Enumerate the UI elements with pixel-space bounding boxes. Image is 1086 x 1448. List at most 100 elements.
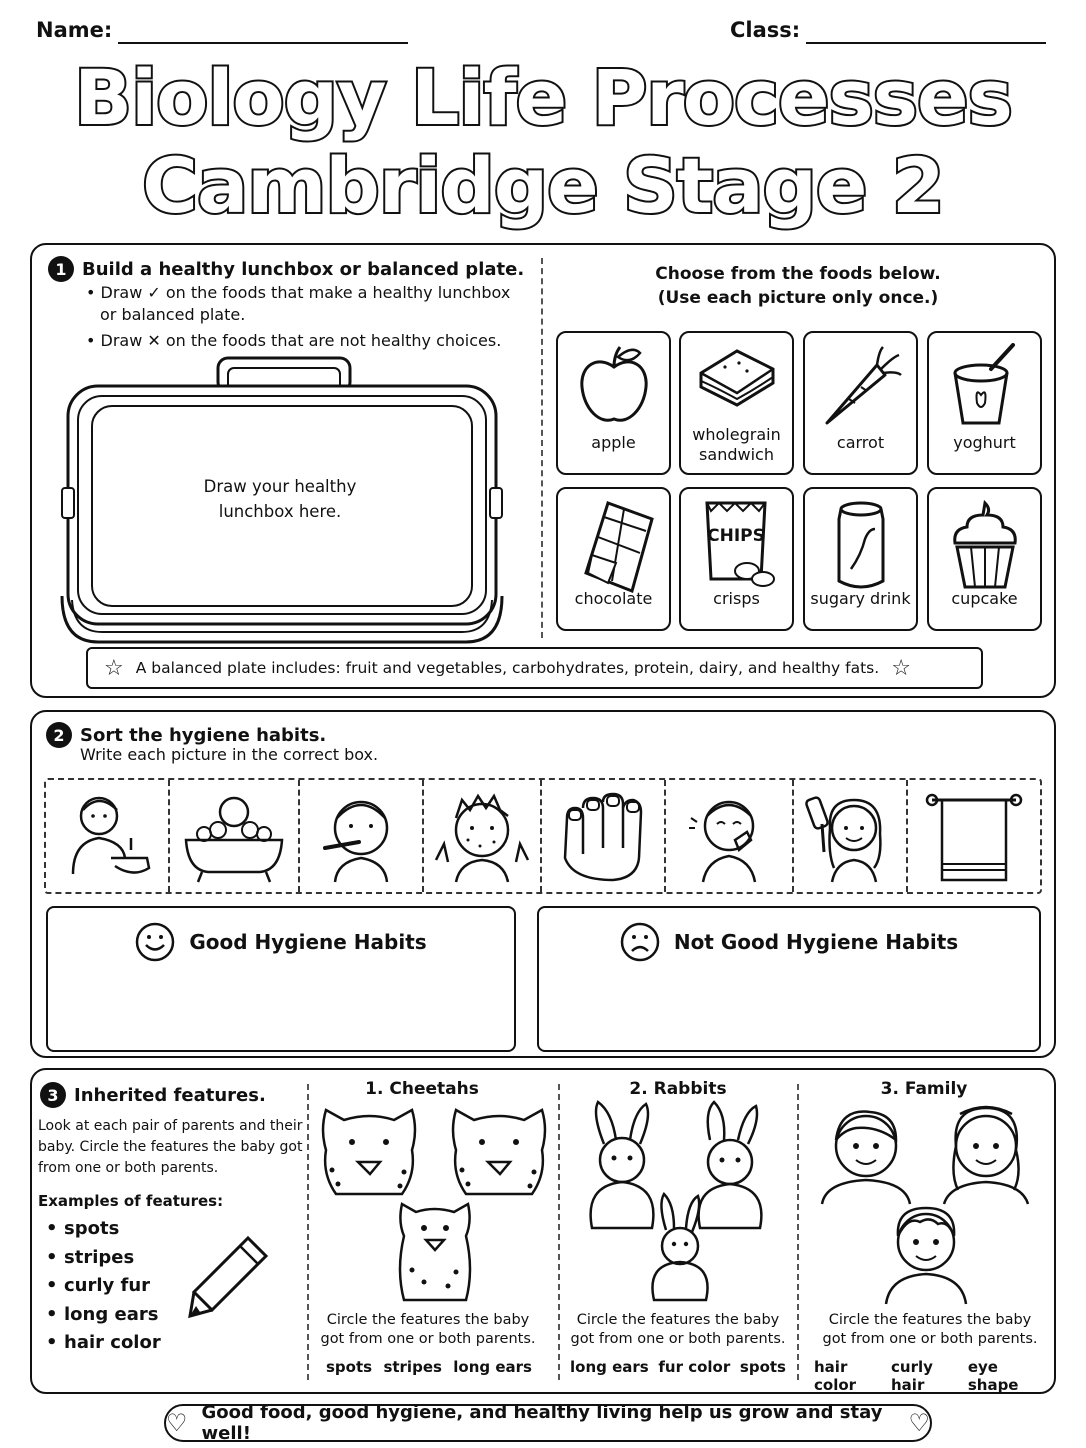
balanced-plate-text: A balanced plate includes: fruit and veg… — [135, 659, 880, 677]
hygiene-picture-strip — [44, 778, 1042, 894]
feature-option[interactable]: hair color — [814, 1358, 857, 1394]
list-item: spots — [38, 1215, 161, 1244]
food-label-apple: apple — [591, 433, 636, 452]
soda-can-icon — [837, 501, 884, 589]
section-1-divider — [541, 258, 543, 638]
section-1-heading: 1 Build a healthy lunchbox or balanced p… — [48, 256, 524, 282]
feature-option[interactable]: curly hair — [891, 1358, 933, 1394]
crisps-bag-text: CHIPS — [707, 526, 765, 546]
section-2-heading: 2 Sort the hygiene habits. — [46, 722, 326, 748]
lunchbox-prompt-line1: Draw your healthy — [203, 477, 357, 496]
cheetahs-features: spots stripes long ears — [326, 1358, 532, 1376]
food-card-apple[interactable]: apple — [556, 331, 671, 475]
sandwich-icon — [699, 349, 774, 407]
hygiene-picture[interactable] — [794, 780, 908, 892]
food-card-yoghurt[interactable]: yoghurt — [927, 331, 1042, 475]
lunchbox-icon[interactable] — [58, 356, 506, 646]
instruction-check-cont: or balanced plate. — [100, 305, 246, 324]
not-good-hygiene-box[interactable]: Not Good Hygiene Habits — [537, 906, 1041, 1052]
family-icon — [820, 1105, 1030, 1305]
family-title: 3. Family — [880, 1079, 968, 1099]
feature-option[interactable]: eye shape — [967, 1358, 1019, 1394]
yoghurt-icon — [953, 343, 1015, 425]
feature-option[interactable]: spots — [326, 1358, 373, 1376]
feature-option[interactable]: fur color — [658, 1358, 731, 1376]
section-3-heading: 3 Inherited features. — [40, 1082, 266, 1108]
choose-line2: (Use each picture only once.) — [657, 288, 939, 308]
star-icon: ☆ — [104, 655, 124, 681]
rabbits-features: long ears fur color spots — [570, 1358, 786, 1376]
section-2-subtitle: Write each picture in the correct box. — [80, 745, 379, 764]
feature-option[interactable]: spots — [739, 1358, 786, 1376]
cupcake-icon — [952, 499, 1017, 589]
list-item: curly fur — [38, 1272, 161, 1301]
header-row: Name: Class: — [36, 14, 1046, 50]
food-label-yoghurt: yoghurt — [953, 433, 1016, 452]
food-card-sandwich[interactable]: wholegrain sandwich — [679, 331, 794, 475]
rabbits-title: 2. Rabbits — [629, 1079, 727, 1099]
list-item: hair color — [38, 1329, 161, 1358]
section-number: 3 — [40, 1082, 66, 1108]
good-hygiene-box[interactable]: Good Hygiene Habits — [46, 906, 516, 1052]
smiley-face-icon — [136, 922, 175, 962]
feature-option[interactable]: long ears — [570, 1358, 649, 1376]
section-3-description: Look at each pair of parents and their b… — [38, 1118, 303, 1176]
not-good-hygiene-header: Not Good Hygiene Habits — [539, 922, 1039, 962]
hygiene-picture[interactable] — [46, 780, 170, 892]
hygiene-picture[interactable] — [542, 780, 666, 892]
sad-face-icon — [620, 922, 660, 962]
chocolate-icon — [583, 501, 654, 594]
lunchbox-prompt-line2: lunchbox here. — [218, 502, 342, 521]
pencil-icon — [188, 1235, 269, 1319]
tooth-brushing-icon — [323, 800, 389, 883]
feature-option[interactable]: long ears — [453, 1358, 532, 1376]
page-title-line1: Biology Life Processes — [72, 52, 1015, 144]
name-field[interactable] — [118, 42, 408, 44]
cheetahs-instruction: Circle the features the baby got from on… — [320, 1312, 536, 1347]
hygiene-picture[interactable] — [666, 780, 794, 892]
list-item: long ears — [38, 1301, 161, 1330]
food-label-chocolate: chocolate — [574, 589, 653, 608]
good-hygiene-header: Good Hygiene Habits — [48, 922, 514, 962]
section-1-title: Build a healthy lunchbox or balanced pla… — [82, 258, 525, 280]
heart-icon: ♡ — [908, 1409, 930, 1437]
sandwich-label-line1: wholegrain — [692, 425, 781, 444]
food-card-cupcake[interactable]: cupcake — [927, 487, 1042, 631]
instruction-cross: • Draw ✕ on the foods that are not healt… — [86, 331, 502, 350]
section-1-instructions: • Draw ✓ on the foods that make a health… — [86, 282, 536, 352]
hygiene-picture[interactable] — [170, 780, 300, 892]
choose-instruction: Choose from the foods below. (Use each p… — [560, 262, 1036, 310]
dirty-nails-icon — [563, 792, 643, 882]
hygiene-picture[interactable] — [908, 780, 1040, 892]
sandwich-label-line2: sandwich — [699, 445, 774, 464]
cheetahs-title: 1. Cheetahs — [365, 1079, 479, 1099]
heart-icon: ♡ — [166, 1409, 188, 1437]
page-title-line2: Cambridge Stage 2 — [140, 140, 947, 232]
food-card-chocolate[interactable]: chocolate — [556, 487, 671, 631]
food-card-carrot[interactable]: carrot — [803, 331, 918, 475]
food-label-sugary-drink: sugary drink — [810, 589, 911, 608]
food-label-carrot: carrot — [836, 433, 885, 452]
bath-icon — [184, 796, 284, 883]
section-number: 2 — [46, 722, 72, 748]
choose-line1: Choose from the foods below. — [655, 264, 941, 284]
footer-text: Good food, good hygiene, and healthy liv… — [201, 1402, 883, 1444]
feature-option[interactable]: stripes — [383, 1358, 442, 1376]
hygiene-picture[interactable] — [300, 780, 424, 892]
hygiene-picture[interactable] — [424, 780, 542, 892]
dirty-face-icon — [434, 793, 530, 883]
food-card-crisps[interactable]: CHIPS crisps — [679, 487, 794, 631]
crisps-icon: CHIPS — [704, 501, 775, 587]
lunchbox-prompt: Draw your healthy lunchbox here. — [130, 474, 430, 524]
name-label: Name: — [36, 18, 113, 42]
food-card-sugary-drink[interactable]: sugary drink — [803, 487, 918, 631]
rabbit-family-icon — [589, 1100, 763, 1302]
section-number: 1 — [48, 256, 74, 282]
instruction-check: • Draw ✓ on the foods that make a health… — [86, 283, 511, 302]
food-label-cupcake: cupcake — [951, 589, 1018, 608]
class-field[interactable] — [806, 42, 1046, 44]
hair-brushing-icon — [805, 796, 882, 883]
class-label: Class: — [730, 18, 801, 42]
footer-banner: ♡ Good food, good hygiene, and healthy l… — [164, 1402, 932, 1444]
section-3-divider — [558, 1084, 560, 1380]
